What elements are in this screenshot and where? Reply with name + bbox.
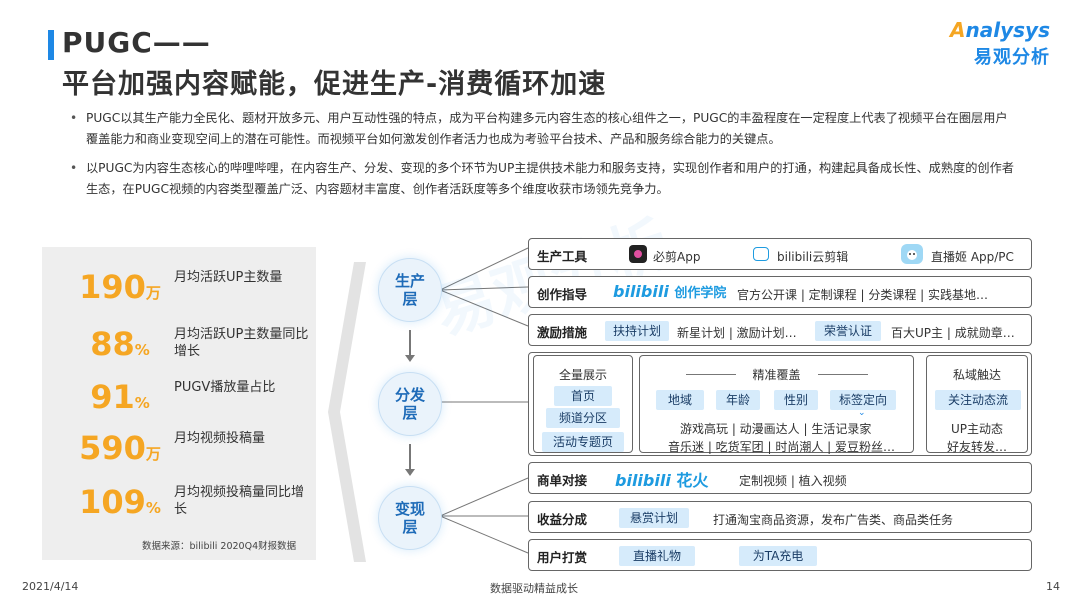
chip-tag-target: 标签定向: [830, 390, 896, 410]
private-box: 私域触达 关注动态流 UP主动态 好友转发…: [926, 355, 1028, 454]
distribution-group: 全量展示 首页 频道分区 活动专题页 精准覆盖 地域 年龄 性别 标签定向 ⌄ …: [528, 352, 1032, 456]
chip-support-plan: 扶持计划: [605, 321, 669, 341]
chip-live-gift: 直播礼物: [619, 546, 695, 566]
chip-homepage: 首页: [554, 386, 612, 406]
chip-region: 地域: [656, 390, 704, 410]
chip-gender: 性别: [774, 390, 818, 410]
title-accent-bar: [48, 30, 54, 60]
chip-honor: 荣誉认证: [815, 321, 881, 341]
row-tools: 生产工具 必剪App bilibili云剪辑 直播姬 App/PC: [528, 238, 1032, 270]
monitor-icon: [753, 247, 769, 261]
row-business: 商单对接 bilibili 花火 定制视频 | 植入视频: [528, 462, 1032, 494]
connector-lines: [440, 247, 529, 554]
footer-slogan: 数据驱动精益成长: [490, 582, 578, 595]
bilibili-academy-logo: bilibili 创作学院: [613, 282, 727, 301]
chip-events: 活动专题页: [542, 432, 624, 452]
bullet-item: 以PUGC为内容生态核心的哔哩哔哩，在内容生产、分发、变现的多个环节为UP主提供…: [68, 158, 1018, 200]
row-guide: 创作指导 bilibili 创作学院 官方公开课 | 定制课程 | 分类课程 |…: [528, 276, 1032, 308]
chip-reward-plan: 悬赏计划: [619, 508, 689, 528]
row-tipping: 用户打赏 直播礼物 为TA充电: [528, 539, 1032, 571]
data-source: 数据来源：bilibili 2020Q4财报数据: [142, 541, 297, 552]
bullet-item: PUGC以其生产能力全民化、题材开放多元、用户互动性强的特点，成为平台构建多元内…: [68, 108, 1018, 150]
footer-date: 2021/4/14: [22, 580, 79, 593]
bilibili-huahuo-logo: bilibili 花火: [615, 471, 709, 490]
chevron-shape: [328, 262, 366, 562]
chip-charge: 为TA充电: [739, 546, 817, 566]
layer-production: 生产层: [378, 258, 442, 322]
page-number: 14: [1046, 580, 1060, 593]
arrow-down-icon: [405, 330, 415, 362]
arrow-down-icon: [405, 444, 415, 476]
stats-panel: 190万 月均活跃UP主数量 88% 月均活跃UP主数量同比增长 91% PUG…: [42, 247, 316, 560]
layer-monetization: 变现层: [378, 486, 442, 550]
livestream-app-icon: [901, 244, 923, 264]
chip-age: 年龄: [716, 390, 760, 410]
chip-follow-feed: 关注动态流: [935, 390, 1021, 410]
row-incentive: 激励措施 扶持计划 新星计划 | 激励计划… 荣誉认证 百大UP主 | 成就勋章…: [528, 314, 1032, 346]
analysys-logo: Analysys 易观分析: [950, 18, 1050, 68]
layer-distribution: 分发层: [378, 372, 442, 436]
page-subtitle: 平台加强内容赋能，促进生产-消费循环加速: [62, 69, 607, 100]
precise-box: 精准覆盖 地域 年龄 性别 标签定向 ⌄ 游戏高玩 | 动漫画达人 | 生活记录…: [639, 355, 914, 454]
chevron-down-icon: ⌄: [858, 408, 866, 418]
bullet-list: PUGC以其生产能力全民化、题材开放多元、用户互动性强的特点，成为平台构建多元内…: [68, 108, 1018, 208]
page-title: PUGC——: [62, 26, 211, 59]
full-display-box: 全量展示 首页 频道分区 活动专题页: [533, 355, 633, 453]
bijian-app-icon: [629, 245, 647, 263]
row-revenue: 收益分成 悬赏计划 打通淘宝商品资源，发布广告类、商品类任务: [528, 501, 1032, 533]
chip-channel: 频道分区: [546, 408, 620, 428]
